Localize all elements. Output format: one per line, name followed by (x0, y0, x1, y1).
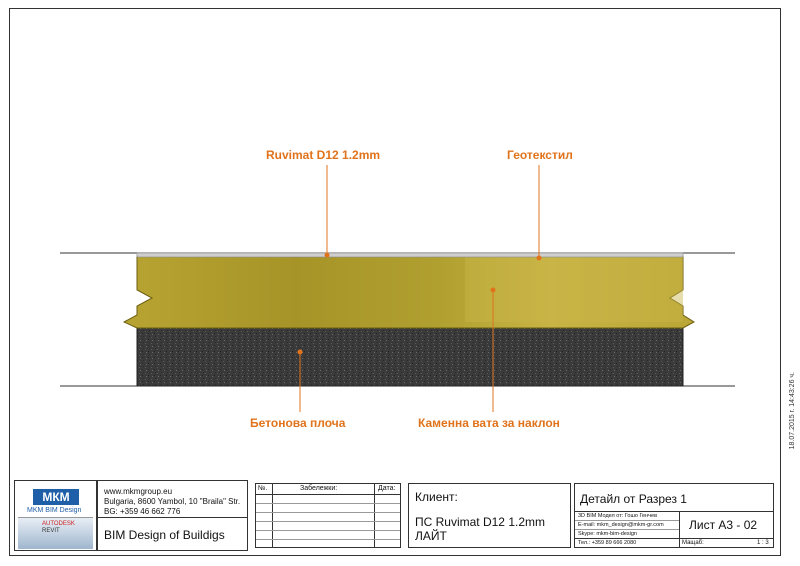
callout-geotextile: Геотекстил (507, 148, 573, 162)
notes-col-notes: Забележки: (300, 485, 338, 492)
project-name: ПС Ruvimat D12 1.2mm (415, 515, 545, 529)
model-author: 3D BIM Модел от: Гошо Генчев (578, 513, 658, 519)
membrane-layer (136, 252, 684, 258)
leader-dot-concrete (297, 349, 303, 355)
notes-table: №. Забележки: Дата: (255, 483, 401, 548)
logo-block: МКМ MKM BIM Design AUTODESK REVIT (14, 480, 97, 551)
company-phone: BG: +359 46 662 776 (104, 507, 181, 516)
leader-dot-stonewool (490, 287, 496, 293)
callout-ruvimat: Ruvimat D12 1.2mm (266, 148, 381, 162)
notes-col-no: №. (258, 485, 268, 492)
callout-concrete: Бетонова плоча (250, 416, 346, 430)
company-info-block: www.mkmgroup.eu Bulgaria, 8600 Yambol, 1… (97, 480, 248, 551)
leader-dot-ruvimat (324, 252, 330, 258)
notes-col-date: Дата: (378, 485, 396, 492)
concrete-slab (136, 321, 684, 387)
client-block: Клиент: ПС Ruvimat D12 1.2mm ЛАЙТ (408, 483, 571, 548)
scale-label: Мащаб: (682, 540, 704, 546)
callout-stonewool: Каменна вата за наклон (418, 416, 560, 430)
company-website: www.mkmgroup.eu (104, 487, 173, 496)
leader-dot-geotextile (536, 255, 542, 261)
sheet-number: Лист А3 - 02 (689, 518, 758, 532)
autodesk-label: AUTODESK (42, 521, 75, 527)
scale-value: 1 : 3 (757, 540, 769, 546)
logo-subtitle: MKM BIM Design (27, 507, 82, 514)
print-timestamp: 18.07.2015 г. 14:43:26 ч. (789, 372, 796, 450)
drawing-frame (9, 8, 781, 556)
contact-email: E-mail: mkm_design@mkm-gr.com (578, 522, 664, 528)
contact-phone: Тел.: +359 89 666 2080 (578, 540, 637, 546)
client-label: Клиент: (415, 490, 458, 504)
company-address: Bulgaria, 8600 Yambol, 10 "Braila" Str. (104, 497, 241, 506)
contact-skype: Skype: mkm-bim-design (578, 531, 637, 537)
sheet-title: Детайл от Разрез 1 (580, 492, 687, 506)
mkm-logo: МКМ (33, 489, 79, 505)
company-tagline: BIM Design of Buildigs (104, 528, 225, 542)
stone-wool-layer (122, 255, 695, 329)
stone-wool-slope (465, 256, 683, 322)
autodesk-revit-badge: AUTODESK REVIT (18, 517, 93, 549)
project-name-suffix: ЛАЙТ (415, 529, 447, 543)
sheet-info-block: Детайл от Разрез 1 3D BIM Модел от: Гошо… (574, 483, 774, 548)
revit-label: REVIT (42, 528, 60, 534)
